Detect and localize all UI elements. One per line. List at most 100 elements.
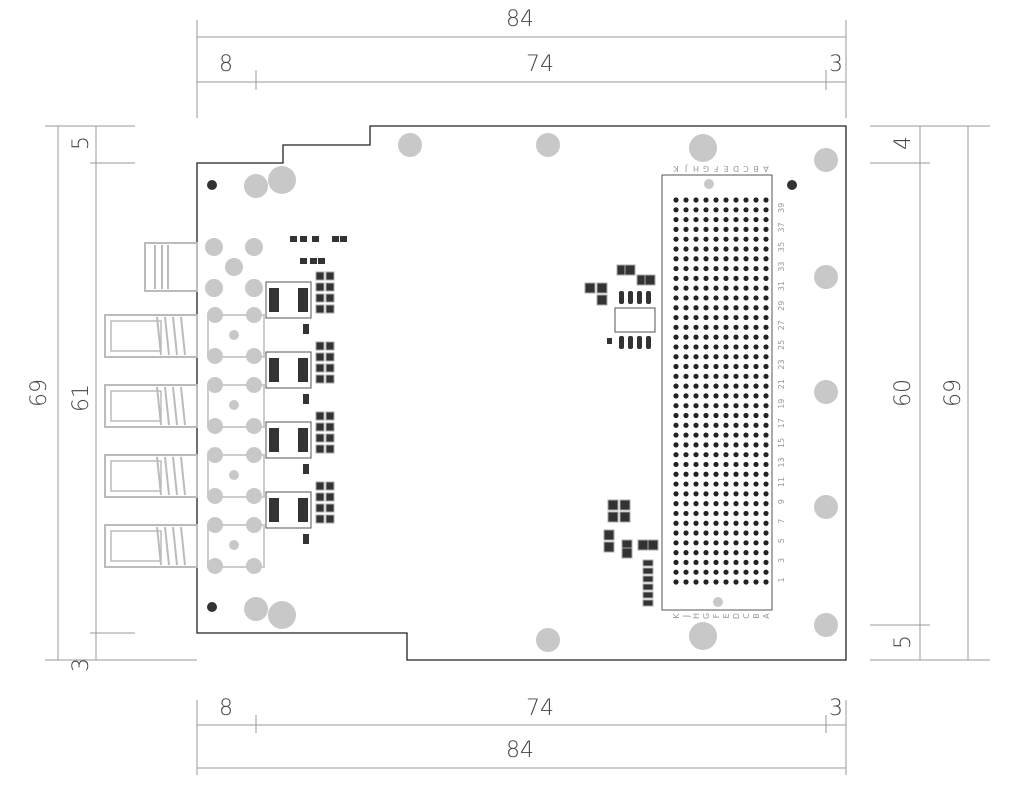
column-label-top: H <box>693 164 699 173</box>
dim-right-total: 69 <box>941 379 966 407</box>
dim-left-inner: 61 <box>69 384 94 412</box>
rj-pad <box>207 418 223 434</box>
rj-pad <box>207 488 223 504</box>
header-pin <box>743 275 749 281</box>
header-pin <box>743 491 749 497</box>
header-pin <box>743 559 749 566</box>
header-pin <box>723 354 729 360</box>
row-label: 11 <box>777 477 786 487</box>
header-pin <box>673 501 679 507</box>
row-label: 35 <box>777 242 786 252</box>
smd-part <box>637 539 649 551</box>
rj-pad <box>207 348 223 364</box>
dimension-lines <box>45 20 990 775</box>
header-pin <box>673 550 679 556</box>
smd-part <box>315 444 325 454</box>
inductor-pad <box>269 428 279 452</box>
smd-part <box>621 547 633 559</box>
header-pin <box>753 295 759 301</box>
ic-chip <box>614 307 656 333</box>
smd-part <box>315 433 325 443</box>
rj-spring <box>156 526 162 566</box>
header-pin <box>733 256 739 262</box>
header-pin <box>673 520 679 526</box>
smd-part <box>325 271 335 281</box>
header-pin <box>713 550 719 556</box>
ic-pin <box>628 336 633 349</box>
header-pin <box>723 216 729 223</box>
header-pin <box>673 422 679 428</box>
header-pin <box>753 275 759 281</box>
row-label: 3 <box>777 558 786 563</box>
header-pin <box>683 510 689 517</box>
header-pin <box>743 334 749 340</box>
header-pin <box>753 422 759 428</box>
header-pin <box>743 530 749 536</box>
header-pin <box>743 226 749 232</box>
header-pin <box>743 363 749 370</box>
smd-part <box>596 294 608 306</box>
header-pin <box>733 324 739 330</box>
smd-part <box>603 529 615 541</box>
smd-part <box>325 293 335 303</box>
column-label-bottom: C <box>742 613 751 619</box>
header-pin <box>713 579 719 585</box>
header-pin <box>743 344 749 350</box>
smd-part <box>312 236 319 242</box>
header-pin <box>753 373 759 379</box>
rj-inner <box>110 390 162 422</box>
header-pin <box>723 246 729 252</box>
smd-part <box>642 599 654 607</box>
header-pin <box>703 275 709 281</box>
header-pin <box>743 246 749 252</box>
rj-pad <box>246 418 262 434</box>
dim-bottom-mid: 74 <box>526 696 554 721</box>
header-pin <box>713 324 719 330</box>
header-pin <box>673 510 679 517</box>
header-pin <box>753 383 759 389</box>
header-pin <box>693 393 699 399</box>
header-pin <box>733 216 739 223</box>
header-pin <box>683 550 689 556</box>
header-pin <box>763 442 769 448</box>
header-pin <box>693 491 699 497</box>
header-pin <box>723 383 729 389</box>
header-pin <box>753 314 759 321</box>
header-pin <box>753 442 759 448</box>
header-pin <box>713 471 719 477</box>
header-pin <box>693 256 699 262</box>
header-pin <box>733 314 739 321</box>
column-label-top: E <box>723 164 728 173</box>
header-pin <box>753 461 759 468</box>
mounting-hole <box>814 148 838 172</box>
header-pin <box>763 559 769 566</box>
ic-pin <box>619 291 624 304</box>
smd-part <box>290 236 297 242</box>
column-label-bottom: G <box>702 613 711 619</box>
header-pin <box>743 579 749 585</box>
header-pin <box>733 275 739 281</box>
header-pin <box>743 442 749 448</box>
column-label-top: F <box>713 164 718 173</box>
header-pin <box>733 540 739 546</box>
rj-pad <box>246 517 262 533</box>
mounting-hole <box>244 597 268 621</box>
header-pin <box>683 461 689 468</box>
ic-pin <box>628 291 633 304</box>
header-pin <box>733 510 739 517</box>
header-pin <box>693 363 699 370</box>
header-pin <box>683 559 689 566</box>
inductor-pad <box>269 358 279 382</box>
header-pin <box>683 314 689 321</box>
mounting-hole <box>814 495 838 519</box>
smd-part <box>318 258 325 264</box>
header-pin <box>723 285 729 291</box>
header-pin <box>703 324 709 330</box>
header-pin <box>723 461 729 468</box>
header-pin <box>693 569 699 575</box>
rj-pad <box>229 470 239 480</box>
header-pin <box>703 236 709 242</box>
row-label: 9 <box>777 499 786 504</box>
header-pin <box>763 216 769 223</box>
header-pin <box>733 452 739 458</box>
